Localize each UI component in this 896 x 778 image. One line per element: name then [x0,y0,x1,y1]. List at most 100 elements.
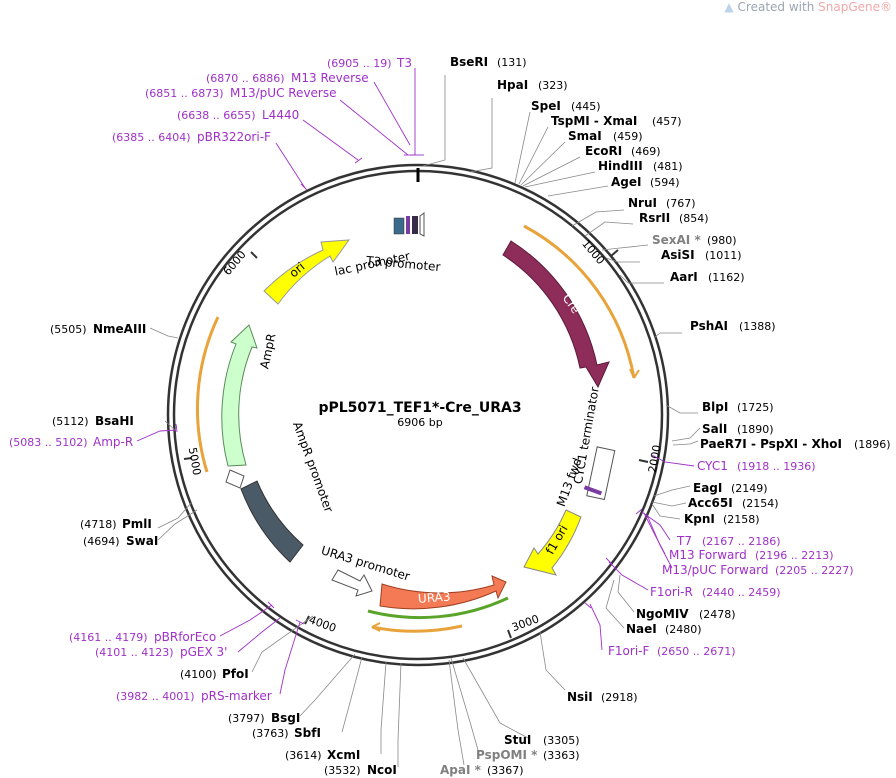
site-name-tspmi-xmai: TspMI - XmaI [551,114,637,128]
feature-ampr-promoter [225,469,245,489]
feature-cyc1-terminator [586,446,616,501]
site-pos-ncoi: (3532) [324,764,361,777]
site-pos-pmli: (4718) [80,518,117,531]
site-name-nrui: NruI [628,196,657,210]
site-name-paer7i-pspxi-xhoi: PaeR7I - PspXI - XhoI [700,437,842,451]
site-pos-bsahi: (5112) [52,415,89,428]
site-pos-rsrii: (854) [679,212,709,225]
site-name-sali: SalI [702,422,727,436]
primer-range-m13-reverse: (6870 .. 6886) [206,72,285,85]
primer-range-prs-marker: (3982 .. 4001) [116,690,195,703]
site-name-nsii: NsiI [567,690,593,704]
primer-name-pbrforeco: pBRforEco [154,630,216,644]
site-pos-smai: (459) [613,130,643,143]
feature-ura3-promoter [331,569,373,597]
site-name-naei: NaeI [626,622,657,636]
site-name-aari: AarI [670,270,698,284]
site-pos-sbfi: (3763) [252,727,289,740]
site-name-ecori: EcoRI [585,144,622,158]
site-pos-sali: (1890) [737,423,774,436]
site-pos-blpi: (1725) [737,401,774,414]
site-pos-apai: (3367) [487,764,524,777]
orf-arc-cre [523,224,636,379]
feature-cre [502,240,610,389]
primer-range-m13-puc-forward: (2205 .. 2227) [775,564,854,577]
watermark-prefix: Created with [737,0,819,14]
feature-ampr-promoter-label: AmpR promoter [290,420,336,514]
site-pos-pfoi: (4100) [180,668,217,681]
orf-arc-ura3 [371,624,463,633]
site-name-stui: StuI [504,733,531,747]
site-pos-nsii: (2918) [601,691,638,704]
primer-range-f1ori-r: (2440 .. 2459) [702,586,781,599]
site-name-smai: SmaI [568,129,602,143]
site-pos-stui: (3305) [543,734,580,747]
site-name-rsrii: RsrII [639,211,670,225]
site-name-asisi: AsiSI [661,248,695,262]
site-pos-xcmi: (3614) [285,749,322,762]
site-pos-spei: (445) [571,100,601,113]
site-name-acc65i: Acc65I [688,496,733,510]
site-pos-aari: (1162) [708,271,745,284]
feature-ura3-label: URA3 [418,590,451,606]
site-pos-hindiii: (481) [653,160,683,173]
site-name-ncoi: NcoI [367,763,397,777]
site-name-hpai: HpaI [497,78,528,92]
site-pos-eagi: (2149) [731,482,768,495]
site-pos-pshai: (1388) [739,320,776,333]
watermark-reg: ® [880,0,892,14]
primer-name-m13-forward: M13 Forward [669,548,747,562]
site-pos-sexai: (980) [707,234,737,247]
site-pos-hpai: (323) [538,79,568,92]
tick-label-2000: 2000 [646,444,664,474]
primer-name-m13-puc-reverse: M13/pUC Reverse [230,86,337,100]
primer-range-pbrforeco: (4161 .. 4179) [69,631,148,644]
backbone-outer [166,163,670,667]
primer-range-m13-puc-reverse: (6851 .. 6873) [145,87,224,100]
site-name-spei: SpeI [531,99,561,113]
site-pos-tspmi-xmai: (457) [652,115,682,128]
site-leader-lines [149,75,701,767]
primer-range-m13-forward: (2196 .. 2213) [755,549,834,562]
tick-label-5000: 5000 [186,446,204,476]
site-name-pshai: PshAI [690,319,728,333]
primer-name-m13-reverse: M13 Reverse [291,71,369,85]
primer-name-t7: T7 [676,534,692,548]
watermark-brand: SnapGene [818,0,880,14]
primer-name-amp-r: Amp-R [93,435,133,449]
primer-name-prs-marker: pRS-marker [201,689,272,703]
primer-name-l4440: L4440 [262,108,299,122]
primer-range-cyc1: (1918 .. 1936) [737,460,816,473]
plasmid-length: 6906 bp [397,416,442,429]
site-name-bsahi: BsaHI [95,414,134,428]
feature-ura3 [379,575,507,610]
site-name-pfoi: PfoI [222,667,249,681]
site-name-pmli: PmlI [122,517,152,531]
site-pos-agei: (594) [650,176,680,189]
tick-label-3000: 3000 [510,612,541,634]
site-name-sbfi: SbfI [294,726,321,740]
site-name-hindiii: HindIII [598,159,643,173]
feature-cen-ars [240,480,304,563]
tick-label-1000: 1000 [579,237,607,267]
orf-arc-ampr [196,316,220,473]
primers: (6905 .. 19) T3 (6870 .. 6886) M13 Rever… [9,56,854,703]
feature-m13-fwd [583,485,603,496]
primer-range-f1ori-f: (2650 .. 2671) [657,645,736,658]
primer-leader-lines [136,68,695,695]
site-name-ngomiv: NgoMIV [636,607,689,621]
site-name-eagi: EagI [693,481,722,495]
feature-ampr [221,324,258,467]
primer-range-pgex-3: (4101 .. 4123) [95,646,174,659]
site-name-sexai: SexAI * [652,233,701,247]
site-pos-bsgi: (3797) [228,712,265,725]
primer-name-pgex-3: pGEX 3' [180,645,227,659]
site-name-agei: AgeI [611,175,641,189]
site-pos-bseri: (131) [497,56,527,69]
site-pos-ngomiv: (2478) [699,608,736,621]
orf-arc-ura3-green [367,596,509,620]
primer-range-pbr322ori-f: (6385 .. 6404) [112,131,191,144]
feature-lac-promoter [406,216,410,234]
